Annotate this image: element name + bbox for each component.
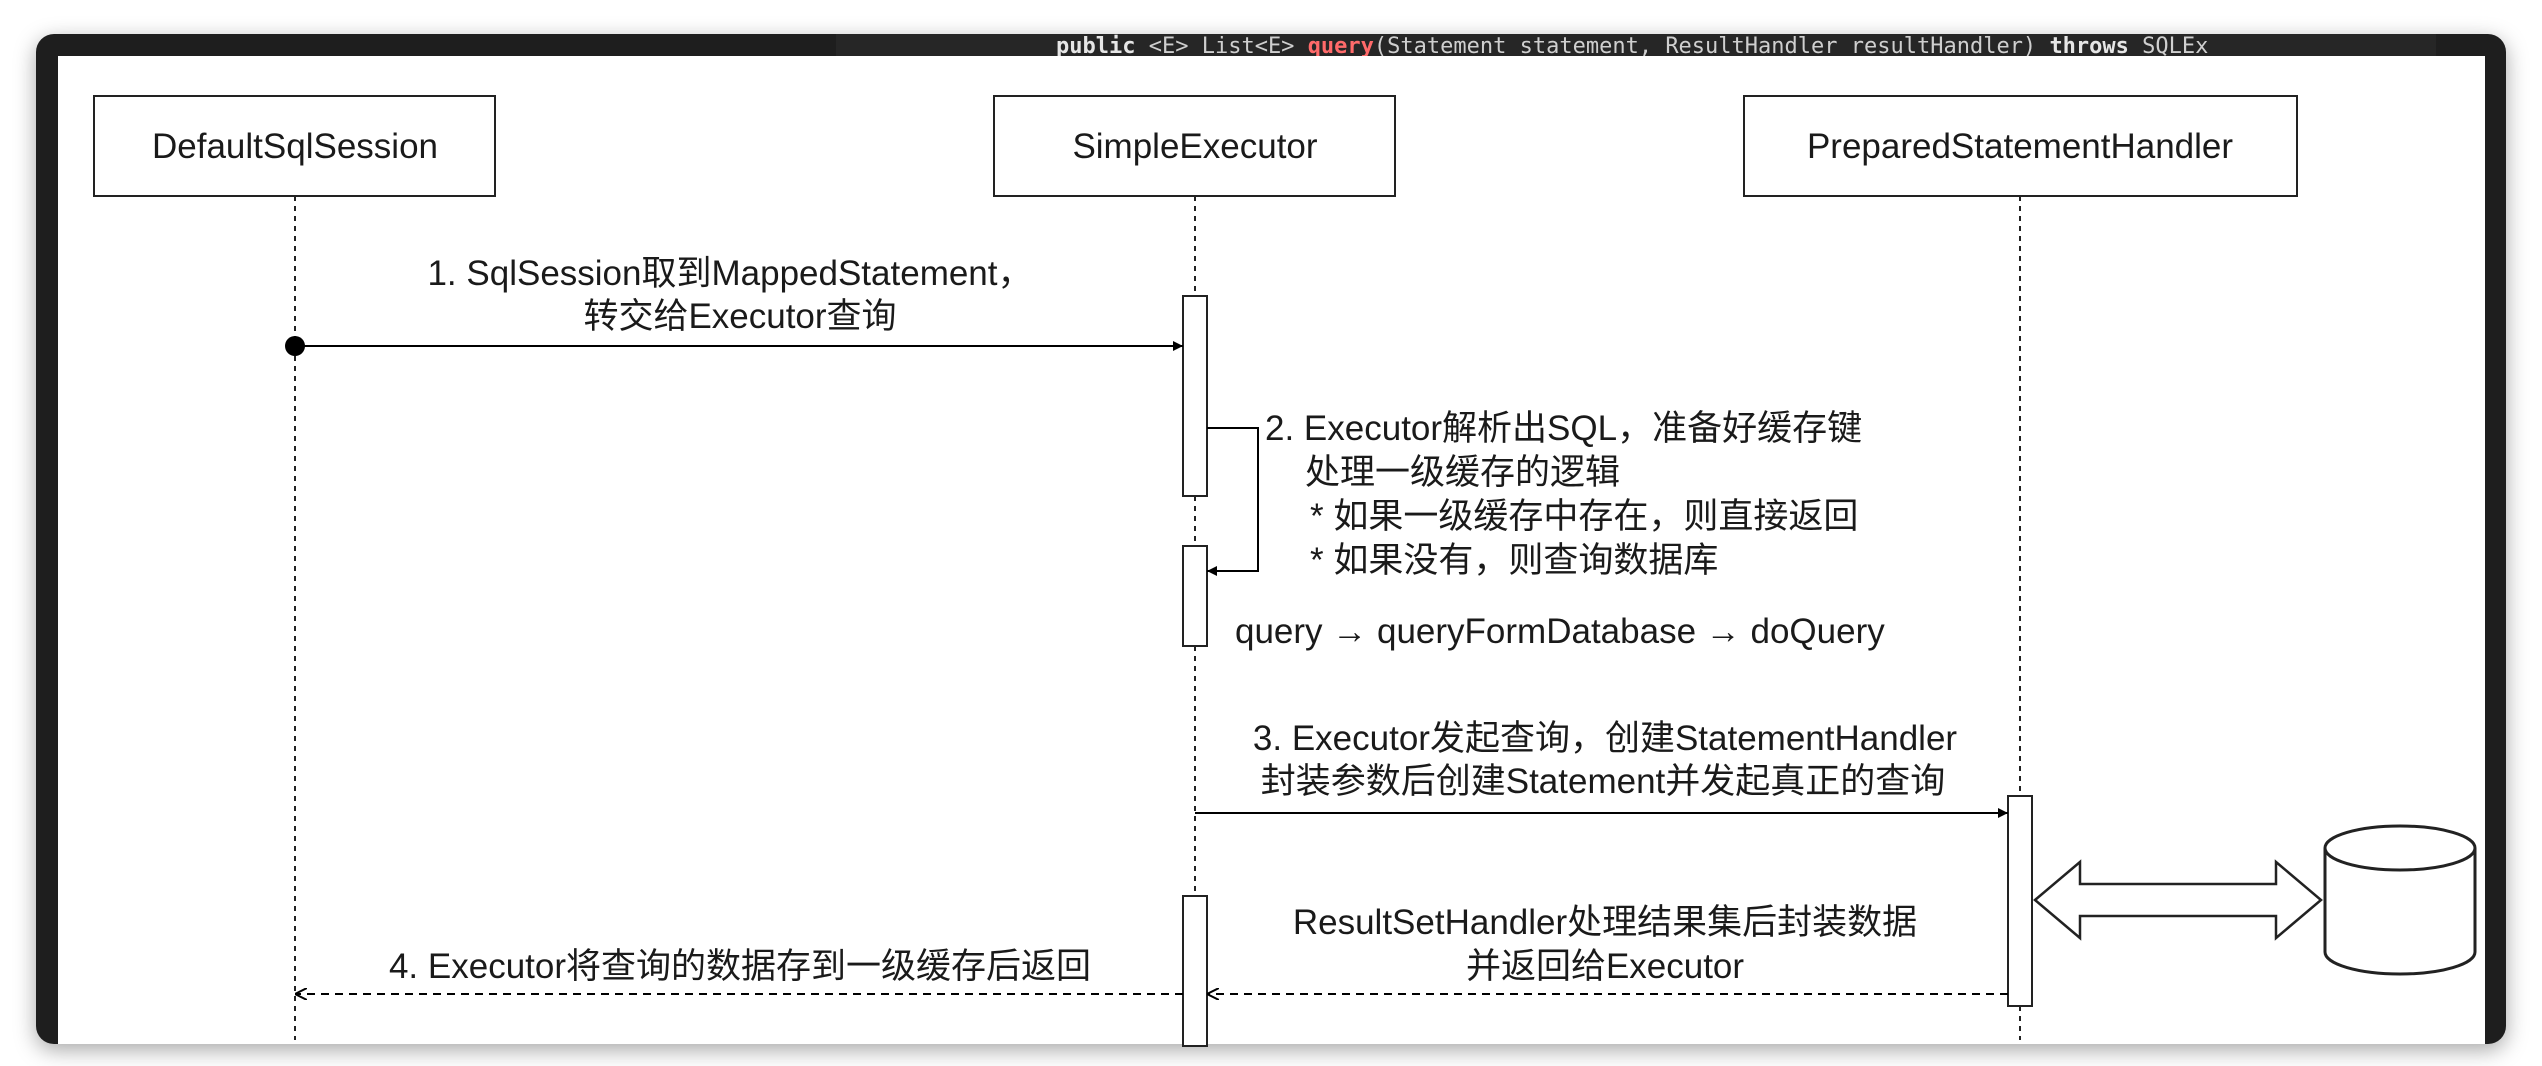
- activation-executor-1: [1182, 295, 1208, 497]
- message-2-line3: * 如果一级缓存中存在，则直接返回: [1310, 497, 1858, 536]
- participant-session: DefaultSqlSession: [93, 95, 496, 197]
- participant-handler-label: PreparedStatementHandler: [1807, 127, 2233, 166]
- message-result-line1: ResultSetHandler处理结果集后封装数据: [1293, 903, 1917, 942]
- message-1-line1: 1. SqlSession取到MappedStatement，: [427, 254, 1032, 293]
- participant-executor: SimpleExecutor: [993, 95, 1396, 197]
- code-method-name: query: [1307, 34, 1374, 59]
- activation-handler: [2007, 795, 2033, 1007]
- code-generic: <E> List<E>: [1148, 34, 1295, 59]
- double-arrow-icon: [2033, 859, 2323, 941]
- message-2-line4: * 如果没有，则查询数据库: [1310, 541, 1718, 580]
- message-4-label: 4. Executor将查询的数据存到一级缓存后返回: [389, 947, 1091, 986]
- participant-executor-label: SimpleExecutor: [1072, 127, 1317, 166]
- code-tail: SQLEx: [2142, 34, 2209, 59]
- code-params: (Statement statement, ResultHandler resu…: [1373, 34, 2037, 59]
- database-icon: [2323, 824, 2477, 976]
- participant-handler: PreparedStatementHandler: [1743, 95, 2298, 197]
- message-3-line1: 3. Executor发起查询，创建StatementHandler: [1253, 719, 1957, 758]
- message-2-chain: query → queryFormDatabase → doQuery: [1235, 612, 1885, 651]
- message-3-line2: 封装参数后创建Statement并发起真正的查询: [1261, 762, 1946, 801]
- activation-executor-3: [1182, 895, 1208, 1047]
- participant-session-label: DefaultSqlSession: [152, 127, 438, 166]
- code-keyword-throws: throws: [2049, 34, 2129, 59]
- message-2-line1: 2. Executor解析出SQL，准备好缓存键: [1265, 409, 1862, 448]
- message-1-line2: 转交给Executor查询: [583, 297, 896, 336]
- code-keyword-public: public: [1056, 34, 1136, 59]
- activation-executor-2: [1182, 545, 1208, 647]
- message-result-line2: 并返回给Executor: [1466, 947, 1744, 986]
- message-2-self-arrow: [1207, 427, 1259, 576]
- message-2-line2: 处理一级缓存的逻辑: [1305, 453, 1620, 492]
